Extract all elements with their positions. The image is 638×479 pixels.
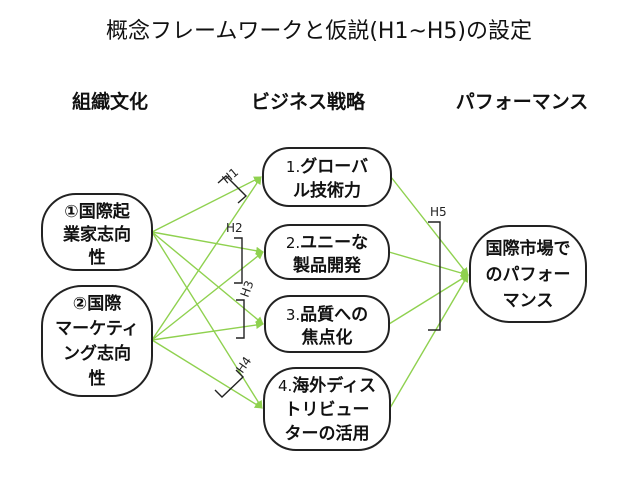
performance-node: 国際市場で のパフォー マンス [469, 225, 587, 323]
strategy-node-4-number: 4. [278, 377, 292, 395]
strategy-node-3-number: 3. [286, 306, 300, 324]
column-header-strategy: ビジネス戦略 [251, 90, 366, 113]
svg-text:1.グローバ: 1.グローバ [286, 156, 368, 177]
arrow-strategy-1-to-performance [390, 176, 469, 276]
hypothesis-label-h4: H4 [233, 354, 254, 376]
arrow-strategy-3-to-performance [388, 274, 469, 325]
strategy-node-1-number: 1. [286, 158, 300, 176]
svg-text:3.品質への: 3.品質への [286, 304, 368, 325]
strategy-node-4-line-1: 海外ディス [292, 375, 376, 396]
arrow-strategy-4-to-performance [389, 274, 469, 409]
culture-node-2-line-4: 性 [89, 368, 106, 389]
strategy-node-3-line-1: 品質への [300, 304, 368, 325]
column-header-culture: 組織文化 [72, 90, 148, 113]
arrow-culture-1-to-strategy-3 [151, 231, 264, 325]
culture-node-1: ①国際起 業家志向 性 [41, 193, 153, 271]
svg-text:4.海外ディス: 4.海外ディス [278, 375, 376, 396]
arrow-culture-2-to-strategy-4 [151, 339, 263, 409]
h2-bracket [234, 237, 243, 284]
culture-node-1-line-2: 業家志向 [63, 224, 131, 245]
performance-node-line-2: のパフォー [486, 265, 571, 285]
hypothesis-brackets [214, 175, 441, 398]
hypothesis-label-h3: H3 [238, 279, 257, 299]
arrows-layer [151, 176, 469, 409]
strategy-node-4: 4.海外ディス トリビュー ターの活用 [263, 367, 391, 451]
strategy-node-4-line-2: トリビュー [285, 400, 370, 420]
strategy-node-3: 3.品質への 焦点化 [264, 295, 390, 353]
arrow-strategy-2-to-performance [388, 251, 469, 277]
svg-text:2.ユニーな: 2.ユニーな [286, 233, 368, 253]
h5-bracket [428, 221, 441, 331]
strategy-node-2: 2.ユニーな 製品開発 [264, 224, 390, 280]
performance-node-line-1: 国際市場で [486, 238, 571, 259]
strategy-node-3-line-2: 焦点化 [301, 327, 353, 348]
h4-bracket [214, 369, 245, 398]
h1-bracket [217, 175, 248, 204]
strategy-node-4-line-3: ターの活用 [285, 423, 370, 444]
strategy-node-2-line-1: ユニーな [300, 233, 368, 253]
strategy-node-1-line-2: ル技術力 [293, 180, 361, 201]
culture-node-2: ②国際 マーケティ ング志向 性 [41, 285, 153, 397]
culture-node-2-line-1: ②国際 [73, 293, 122, 314]
hypothesis-label-h5: H5 [430, 205, 447, 219]
performance-node-line-3: マンス [503, 291, 554, 311]
culture-node-1-line-3: 性 [89, 247, 106, 268]
arrow-culture-1-to-strategy-2 [151, 231, 264, 255]
strategy-node-2-number: 2. [286, 234, 300, 252]
culture-node-1-line-1: ①国際起 [64, 201, 130, 222]
arrow-culture-1-to-strategy-1 [151, 176, 262, 233]
strategy-node-1: 1.グローバ ル技術力 [262, 147, 392, 207]
arrow-culture-1-to-strategy-4 [151, 231, 263, 409]
diagram-title: 概念フレームワークと仮説(H1~H5)の設定 [106, 19, 532, 44]
hypothesis-label-h2: H2 [226, 221, 243, 235]
h3-bracket [236, 299, 245, 339]
hypothesis-label-h1: H1 [219, 165, 241, 186]
arrow-culture-2-to-strategy-1 [151, 176, 262, 341]
arrow-culture-2-to-strategy-2 [151, 251, 264, 341]
strategy-node-1-line-1: グローバ [300, 156, 368, 177]
strategy-node-2-line-2: 製品開発 [292, 255, 362, 276]
culture-node-2-line-3: ング志向 [63, 343, 131, 364]
culture-node-2-line-2: マーケティ [55, 319, 139, 339]
column-header-performance: パフォーマンス [456, 91, 589, 113]
